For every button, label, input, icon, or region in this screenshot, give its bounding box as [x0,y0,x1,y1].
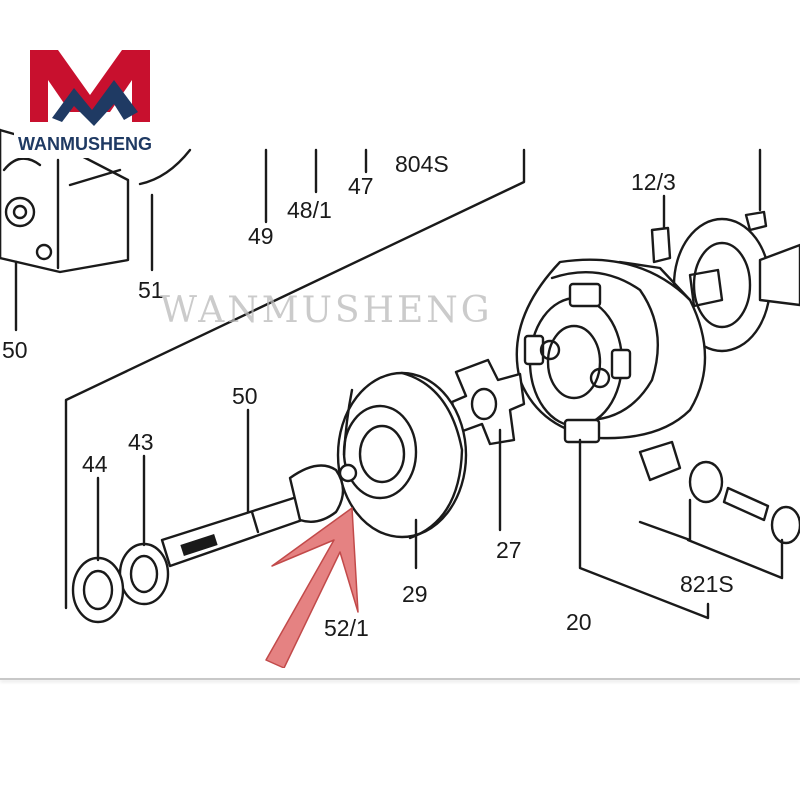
callout-12-3: 12/3 [631,169,676,195]
callout-27: 27 [496,537,522,563]
shaft-part [160,463,358,568]
o-ring-part [138,148,192,186]
callout-44: 44 [82,451,108,477]
callout-804s: 804S [395,151,449,177]
empty-bottom-area [0,668,800,800]
callout-20: 20 [566,609,592,635]
callout-29: 29 [402,581,428,607]
callout-43: 43 [128,429,154,455]
callout-52-1: 52/1 [324,615,369,641]
callout-49: 49 [248,223,274,249]
leader-lines [14,148,762,610]
callout-48-1: 48/1 [287,197,332,223]
leader-lines-lower [96,408,784,620]
callout-50-shaft: 50 [232,383,258,409]
callout-labels: 49 48/1 47 804S 12/3 51 50 50 44 43 29 5… [2,151,734,641]
brand-logo: WANMUSHENG [14,38,174,158]
callout-47: 47 [348,173,374,199]
divider [0,678,800,680]
clutch-disc-part [336,371,468,540]
callout-50-housing: 50 [2,337,28,363]
logo-text: WANMUSHENG [18,134,152,154]
bearing-parts [638,440,800,545]
callout-51: 51 [138,277,164,303]
watermark-text: WANMUSHENG [160,290,493,331]
logo-mark-icon [30,50,150,122]
pointer-arrow [265,507,359,669]
washer-parts [71,542,170,624]
clutch-hub-part [515,258,707,444]
callout-821s: 821S [680,571,734,597]
